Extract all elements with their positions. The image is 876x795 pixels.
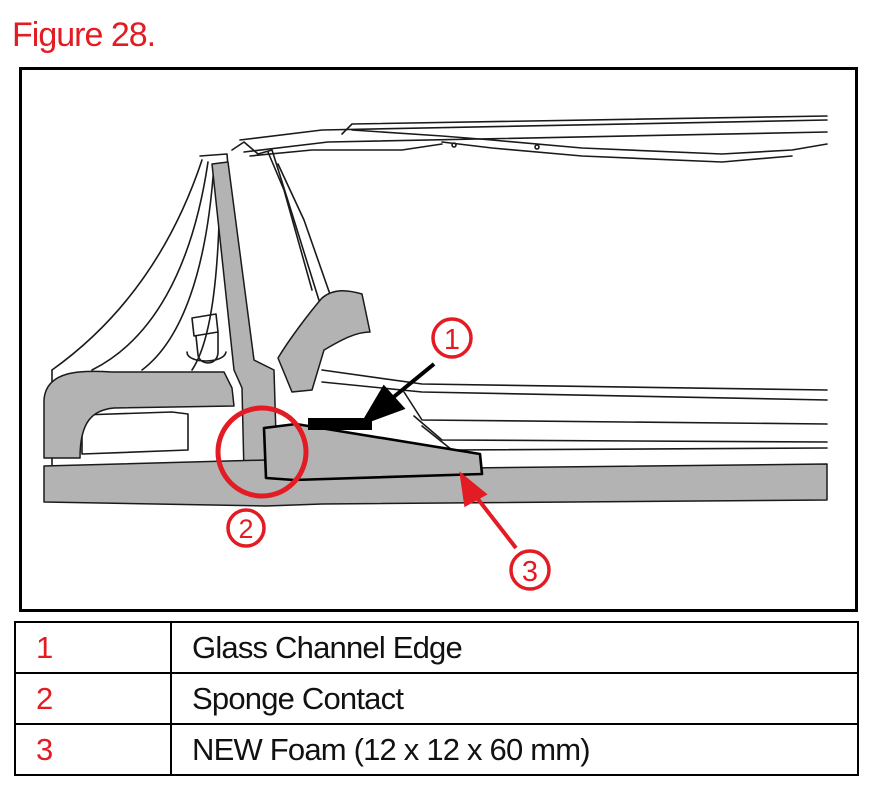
legend-row: 2 Sponge Contact	[14, 672, 859, 725]
legend-description: Sponge Contact	[170, 672, 859, 725]
vehicle-door-drawing: 1 2 3	[43, 115, 828, 591]
legend-table: 1 Glass Channel Edge 2 Sponge Contact 3 …	[14, 621, 859, 776]
figure-title: Figure 28.	[12, 16, 156, 54]
legend-description: NEW Foam (12 x 12 x 60 mm)	[170, 723, 859, 776]
callout-3: 3	[509, 549, 551, 591]
legend-number: 3	[14, 723, 172, 776]
svg-text:2: 2	[238, 514, 253, 544]
legend-row: 3 NEW Foam (12 x 12 x 60 mm)	[14, 723, 859, 776]
legend-number: 2	[14, 672, 172, 725]
callout-2: 2	[226, 508, 266, 548]
svg-text:1: 1	[444, 324, 460, 356]
legend-description: Glass Channel Edge	[170, 621, 859, 674]
svg-text:3: 3	[522, 556, 538, 588]
technical-illustration: 1 2 3	[19, 67, 858, 612]
callout-1: 1	[431, 317, 473, 359]
legend-number: 1	[14, 621, 172, 674]
legend-row: 1 Glass Channel Edge	[14, 621, 859, 674]
